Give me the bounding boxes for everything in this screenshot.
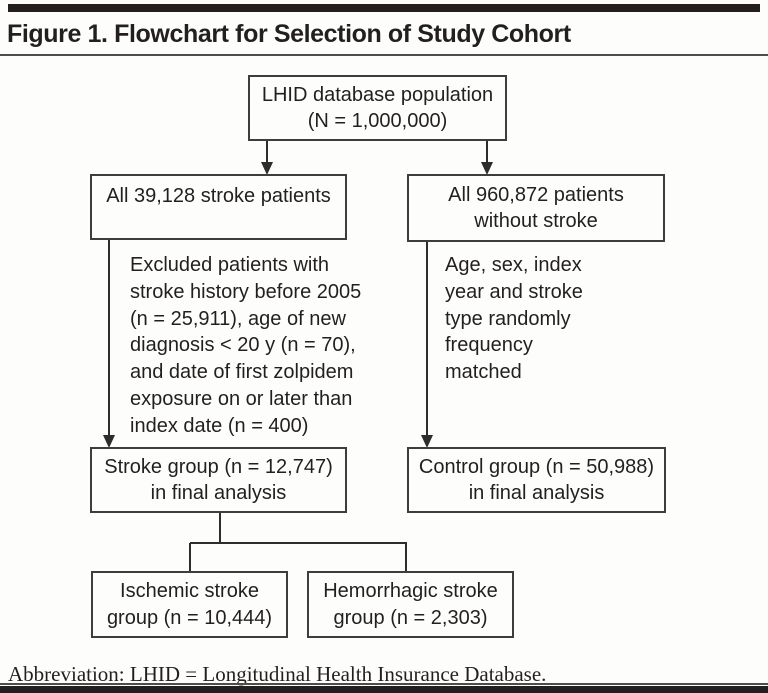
bottom-rule (0, 686, 768, 693)
ischemic-stroke-group-box: Ischemic stroke group (n = 10,444) (91, 571, 288, 638)
title-rule (0, 54, 768, 56)
control-group-box: Control group (n = 50,988) in final anal… (407, 447, 666, 513)
lhid-population-box: LHID database population (N = 1,000,000) (248, 75, 507, 141)
hemorrhagic-stroke-group-box: Hemorrhagic stroke group (n = 2,303) (307, 571, 514, 638)
stroke-patients-box: All 39,128 stroke patients (90, 174, 347, 240)
bottom-thin-rule (0, 683, 768, 685)
figure-title: Figure 1. Flowchart for Selection of Stu… (7, 20, 571, 48)
stroke-group-box: Stroke group (n = 12,747) in final analy… (90, 447, 347, 513)
excluded-patients-note: Excluded patients with stroke history be… (130, 254, 362, 437)
top-rule (8, 4, 760, 12)
without-stroke-box: All 960,872 patients without stroke (407, 174, 665, 242)
abbreviation-footnote: Abbreviation: LHID = Longitudinal Health… (8, 662, 547, 686)
matched-criteria-note: Age, sex, index year and stroke type ran… (445, 254, 583, 384)
